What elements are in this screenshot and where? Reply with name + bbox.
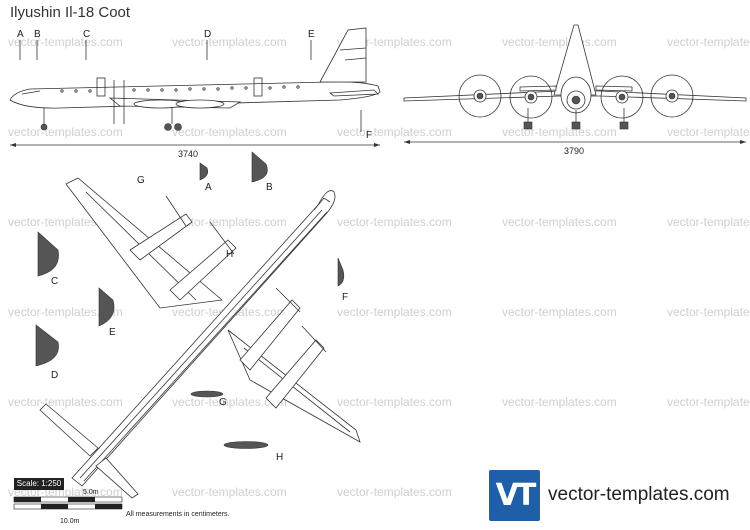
section-d-label: D xyxy=(51,370,58,381)
page-title: Ilyushin Il-18 Coot xyxy=(10,4,131,21)
length-dimension: 3740 xyxy=(178,149,198,159)
scale-short-unit: 5.0m xyxy=(83,489,99,496)
site-link[interactable]: vector-templates.com xyxy=(548,484,730,505)
front-view: 3790 xyxy=(403,24,747,156)
watermark-text: vector-templates.com xyxy=(8,125,123,139)
scale-label: Scale: 1:250 xyxy=(14,478,64,490)
watermark-text: vector-templates.com xyxy=(337,305,452,319)
top-propellers xyxy=(165,195,327,353)
section-label-d: D xyxy=(204,29,211,40)
measurements-note: All measurements in centimeters. xyxy=(126,511,230,518)
watermark-text: vector-templates.com xyxy=(667,395,750,409)
watermark-text: vector-templates.com xyxy=(667,215,750,229)
watermark-text: vector-templates.com xyxy=(337,125,452,139)
section-e-label: E xyxy=(109,327,116,338)
watermark-text: vector-templates.com xyxy=(667,125,750,139)
watermark-text: vector-templates.com xyxy=(337,215,452,229)
watermark-text: vector-templates.com xyxy=(337,485,452,499)
watermark-text: vector-templates.com xyxy=(502,395,617,409)
section-h-label: H xyxy=(276,452,283,463)
scale-long-unit: 10.0m xyxy=(60,518,80,525)
section-label-a: A xyxy=(17,29,24,40)
section-label-h: H xyxy=(226,249,233,260)
watermark-text: vector-templates.com xyxy=(8,305,123,319)
watermark-text: vector-templates.com xyxy=(667,35,750,49)
section-b-label: B xyxy=(266,182,273,193)
watermark-text: vector-templates.com xyxy=(502,35,617,49)
top-view: G H xyxy=(39,175,361,499)
span-dimension: 3790 xyxy=(564,146,584,156)
watermark-text: vector-templates.com xyxy=(8,35,123,49)
watermark-text: vector-templates.com xyxy=(502,215,617,229)
watermark-text: vector-templates.com xyxy=(502,125,617,139)
scale-bar xyxy=(13,496,123,510)
section-label-b: B xyxy=(34,29,41,40)
section-c-label: C xyxy=(51,276,58,287)
propeller-discs xyxy=(458,74,694,119)
watermark-text: vector-templates.com xyxy=(502,305,617,319)
side-view: A B C D E F 3740 xyxy=(9,27,381,159)
watermark-text: vector-templates.com xyxy=(172,215,287,229)
vt-logo: VT xyxy=(489,470,540,521)
watermark-text: vector-templates.com xyxy=(172,125,287,139)
section-f-label: F xyxy=(342,292,348,303)
section-label-c: C xyxy=(83,29,90,40)
watermark-text: vector-templates.com xyxy=(172,395,287,409)
section-label-e: E xyxy=(308,29,315,40)
watermark-text: vector-templates.com xyxy=(172,485,287,499)
watermark-text: vector-templates.com xyxy=(667,305,750,319)
section-a-label: A xyxy=(205,182,212,193)
section-g-label: G xyxy=(219,397,227,408)
watermark-layer: vector-templates.com vector-templates.com… xyxy=(8,35,750,499)
watermark-text: vector-templates.com xyxy=(337,395,452,409)
watermark-text: vector-templates.com xyxy=(172,35,287,49)
watermark-text: vector-templates.com xyxy=(8,395,123,409)
window-row xyxy=(60,85,300,93)
section-label-f: F xyxy=(366,130,372,141)
section-label-g: G xyxy=(137,175,145,186)
cross-sections: A B C E D F G H xyxy=(35,151,348,463)
